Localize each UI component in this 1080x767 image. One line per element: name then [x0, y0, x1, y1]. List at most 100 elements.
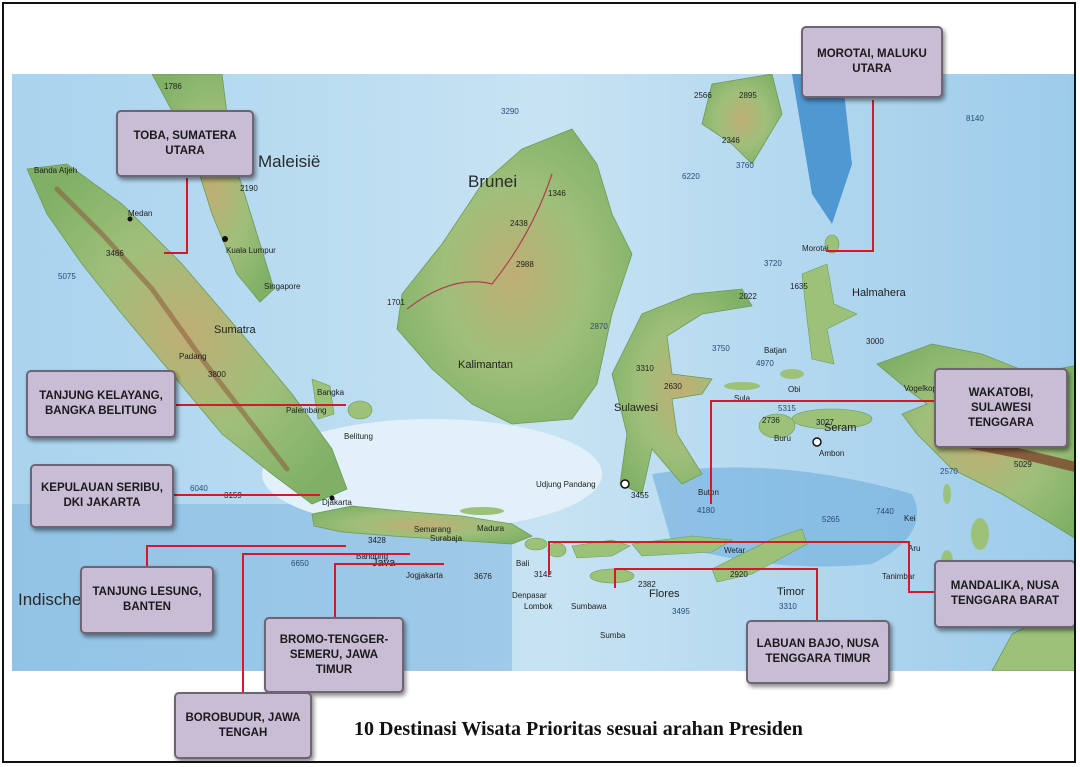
depth-label: 3310	[779, 602, 797, 611]
label-palembang: Palembang	[286, 406, 327, 415]
connector-mandalika	[548, 541, 550, 575]
depth-label: 5265	[822, 515, 840, 524]
borneo-border	[406, 173, 553, 310]
depth-label: 7440	[876, 507, 894, 516]
label-kei: Kei	[904, 514, 916, 523]
sumatra-mountains	[54, 186, 290, 472]
connector-mandalika	[908, 591, 936, 593]
connector-morotai	[872, 100, 874, 252]
elevation-label: 3466	[106, 249, 124, 258]
label-buton: Buton	[698, 488, 719, 497]
connector-tanjung-lesung	[146, 545, 346, 547]
java-island	[311, 505, 533, 545]
depth-label: 4970	[756, 359, 774, 368]
connector-tanjung-kelayang	[176, 404, 346, 406]
depth-label: 3720	[764, 259, 782, 268]
city-medan	[127, 216, 133, 222]
deep-sea-pacific	[792, 74, 852, 224]
label-sula: Sula	[734, 394, 751, 403]
java-sea	[262, 419, 602, 529]
label-madura: Madura	[477, 524, 505, 533]
depth-label: 5315	[778, 404, 796, 413]
depth-label: 5075	[58, 272, 76, 281]
elevation-label: 3676	[474, 572, 492, 581]
label-sulawesi: Sulawesi	[614, 402, 659, 414]
elevation-label: 2920	[730, 570, 748, 579]
label-tanimbar: Tanimbar	[882, 572, 915, 581]
label-batjan: Batjan	[764, 346, 787, 355]
label-morotai: Morotai	[802, 244, 829, 253]
city-djakarta	[329, 495, 335, 501]
label-lombok: Lombok	[524, 602, 553, 611]
label-belitung: Belitung	[344, 432, 373, 441]
label-flores: Flores	[649, 588, 680, 600]
connector-bromo	[334, 563, 444, 565]
callout-morotai: MOROTAI, MALUKU UTARA	[801, 26, 943, 98]
depth-label: 6220	[682, 172, 700, 181]
callout-tanjung-lesung: TANJUNG LESUNG, BANTEN	[80, 566, 214, 634]
elevation-label: 2346	[722, 136, 740, 145]
label-banda-atjeh: Banda Atjeh	[34, 166, 78, 175]
aru-island	[971, 518, 989, 550]
label-singapore: Singapore	[264, 282, 301, 291]
depth-label: 3290	[501, 107, 519, 116]
sumba-island	[589, 568, 635, 584]
label-brunei: Brunei	[468, 172, 518, 191]
callout-kepulauan-seribu: KEPULAUAN SERIBU, DKI JAKARTA	[30, 464, 174, 528]
label-jogjakarta: Jogjakarta	[406, 571, 443, 580]
callout-wakatobi: WAKATOBI, SULAWESI TENGGARA	[934, 368, 1068, 448]
label-buru: Buru	[774, 434, 791, 443]
connector-morotai	[826, 250, 874, 252]
label-wetar: Wetar	[724, 546, 746, 555]
connector-mandalika	[548, 541, 910, 543]
elevation-label: 1786	[164, 82, 182, 91]
label-surabaja: Surabaja	[430, 534, 463, 543]
elevation-label: 3310	[636, 364, 654, 373]
connector-labuan-bajo	[816, 568, 818, 622]
label-indische: Indische	[18, 590, 82, 609]
label-obi: Obi	[788, 385, 801, 394]
depth-label: 3495	[672, 607, 690, 616]
elevation-label: 1346	[548, 189, 566, 198]
elevation-label: 3000	[866, 337, 884, 346]
label-vogelkop: Vogelkop	[904, 384, 937, 393]
callout-toba: TOBA, SUMATERA UTARA	[116, 110, 254, 177]
label-seram: Seram	[824, 422, 857, 434]
madura-island	[460, 507, 504, 515]
label-kuala-lumpur: Kuala Lumpur	[226, 246, 276, 255]
label-bandung: Bandung	[356, 552, 389, 561]
elevation-label: 1701	[387, 298, 405, 307]
connector-wakatobi	[710, 400, 712, 504]
label-aru: Aru	[908, 544, 921, 553]
label-padang: Padang	[179, 352, 207, 361]
morotai-island	[824, 234, 840, 254]
connector-mandalika	[908, 541, 910, 593]
depth-label: 3760	[736, 161, 754, 170]
figure-caption: 10 Destinasi Wisata Prioritas sesuai ara…	[354, 718, 803, 740]
elevation-label: 3428	[368, 536, 386, 545]
depth-label: 8140	[966, 114, 984, 123]
label-ambon: Ambon	[819, 449, 845, 458]
depth-label: 3750	[712, 344, 730, 353]
label-djakarta: Djakarta	[322, 498, 352, 507]
connector-borobudur	[242, 553, 410, 555]
borneo-island	[396, 128, 633, 425]
depth-label: 2870	[590, 322, 608, 331]
sulawesi-island	[611, 288, 753, 495]
connector-labuan-bajo	[614, 568, 818, 570]
city-kuala-lumpur	[222, 236, 228, 242]
elevation-label: 5029	[1014, 460, 1032, 469]
label-udjung-pandang: Udjung Pandang	[536, 480, 596, 489]
label-semarang: Semarang	[414, 525, 451, 534]
label-sumba: Sumba	[600, 631, 626, 640]
sula-island	[724, 382, 760, 390]
callout-mandalika: MANDALIKA, NUSA TENGGARA BARAT	[934, 560, 1074, 628]
elevation-label: 3027	[816, 418, 834, 427]
elevation-label: 3455	[631, 491, 649, 500]
buru-island	[758, 413, 796, 439]
callout-tanjung-kelayang: TANJUNG KELAYANG, BANGKA BELITUNG	[26, 370, 176, 438]
kei-island	[943, 484, 951, 504]
elevation-label: 2022	[739, 292, 757, 301]
label-medan: Medan	[128, 209, 153, 218]
